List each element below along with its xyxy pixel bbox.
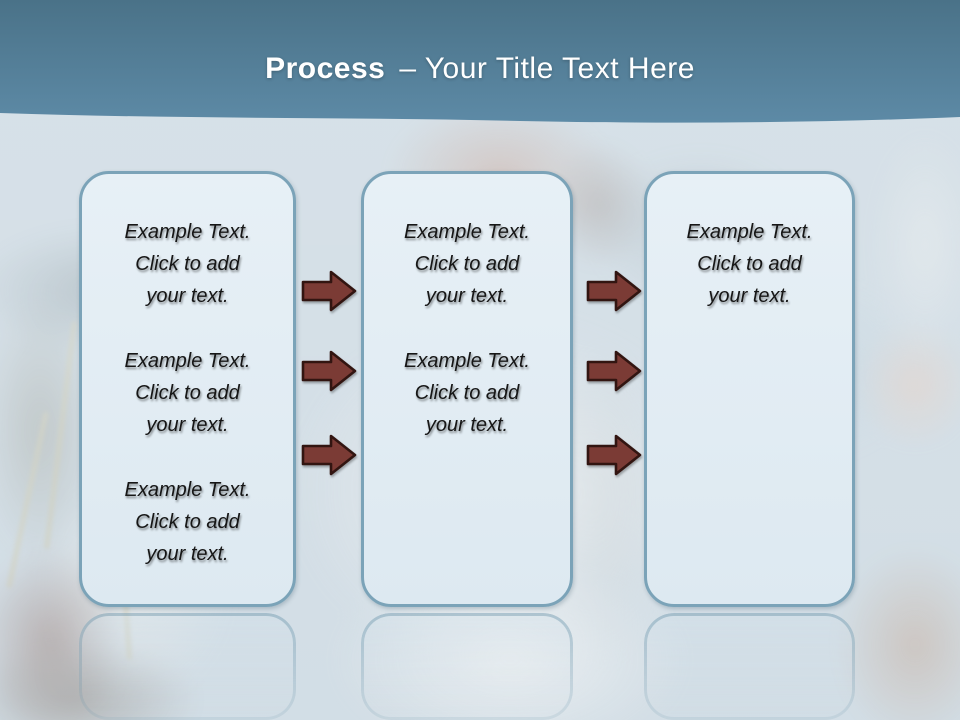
arrow-right-icon xyxy=(586,350,642,392)
header-band xyxy=(0,0,960,123)
box-reflection xyxy=(79,613,296,720)
process-box-step-2[interactable]: Example Text. Click to add your text. Ex… xyxy=(361,171,573,607)
arrow-right-icon xyxy=(586,434,642,476)
example-text-placeholder[interactable]: Example Text. Click to add your text. xyxy=(124,221,251,307)
process-box-step-3[interactable]: Example Text. Click to add your text. xyxy=(644,171,855,607)
photo-white-right-blur xyxy=(870,130,960,360)
example-text-placeholder[interactable]: Example Text. Click to add your text. xyxy=(404,350,530,436)
arrow-right-icon xyxy=(586,270,642,312)
title-placeholder-text: – Your Title Text Here xyxy=(399,52,695,85)
arrow-right-icon xyxy=(301,270,357,312)
example-text-placeholder[interactable]: Example Text. Click to add your text. xyxy=(124,350,251,436)
slide-title[interactable]: Process – Your Title Text Here xyxy=(0,52,960,86)
photo-fist-blur xyxy=(855,320,960,450)
box-reflection xyxy=(644,613,855,720)
arrow-right-icon xyxy=(301,350,357,392)
arrow-right-icon xyxy=(301,434,357,476)
title-keyword: Process xyxy=(265,52,386,85)
example-text-placeholder[interactable]: Example Text. Click to add your text. xyxy=(686,221,813,307)
process-box-step-1[interactable]: Example Text. Click to add your text. Ex… xyxy=(79,171,296,607)
example-text-placeholder[interactable]: Example Text. Click to add your text. xyxy=(404,221,530,307)
example-text-placeholder[interactable]: Example Text. Click to add your text. xyxy=(124,479,251,565)
box-reflection xyxy=(361,613,573,720)
